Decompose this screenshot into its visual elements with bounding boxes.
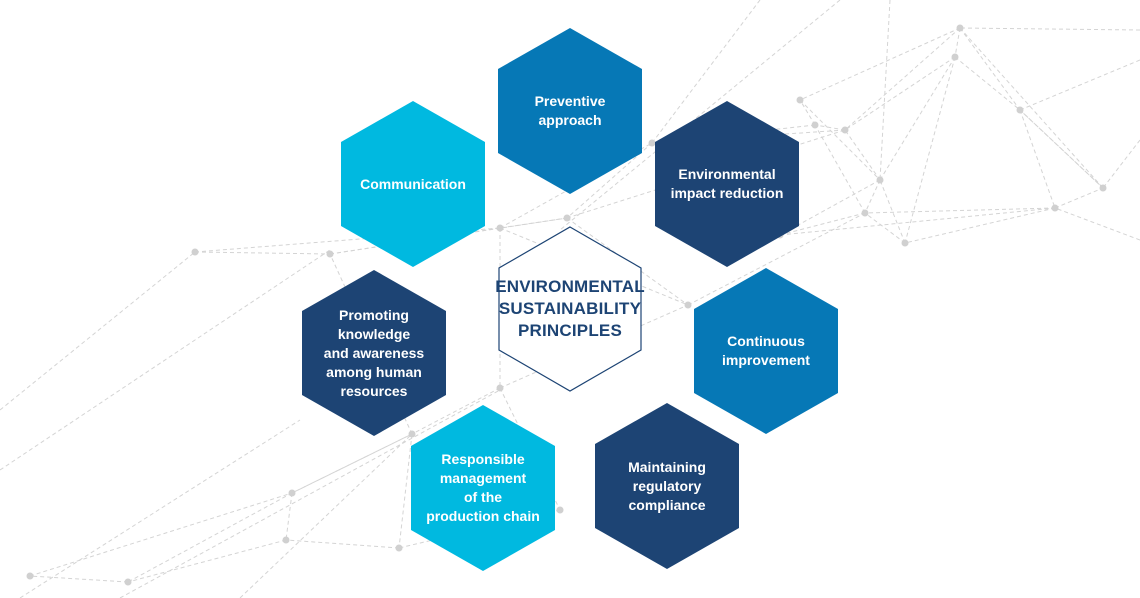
- network-line: [398, 433, 413, 549]
- network-line: [1102, 139, 1140, 189]
- network-node: [408, 430, 416, 438]
- network-line: [1019, 59, 1140, 111]
- network-line: [194, 251, 331, 255]
- network-line: [651, 0, 761, 144]
- network-node: [496, 384, 504, 392]
- network-line: [959, 27, 1021, 111]
- hexagon-shape: [595, 403, 739, 569]
- label-preventive-approach: Preventive approach: [534, 93, 606, 128]
- network-line: [844, 129, 881, 181]
- network-node: [901, 239, 909, 247]
- network-node: [1016, 106, 1024, 114]
- network-node: [796, 96, 804, 104]
- network-node: [556, 506, 564, 514]
- network-node: [288, 489, 296, 497]
- network-line: [29, 492, 293, 577]
- network-line: [959, 27, 1104, 189]
- network-line: [879, 179, 906, 244]
- network-line: [566, 217, 689, 306]
- network-line: [285, 492, 293, 541]
- hexagon-shape: [411, 405, 555, 571]
- network-line: [29, 575, 129, 583]
- hexagon-environmental-impact-reduction: Environmental impact reduction: [655, 101, 799, 267]
- network-line: [127, 492, 293, 583]
- network-line: [864, 207, 1056, 214]
- network-node: [395, 544, 403, 552]
- network-line: [119, 389, 501, 598]
- network-node: [1051, 204, 1059, 212]
- hexagon-maintaining-regulatory-compliance: Maintaining regulatory compliance: [595, 403, 739, 569]
- network-line: [799, 99, 816, 126]
- network-line: [954, 27, 961, 58]
- network-line: [844, 27, 961, 131]
- hexagon-shape: [655, 101, 799, 267]
- label-communication: Communication: [360, 175, 466, 192]
- network-node: [124, 578, 132, 586]
- hexagon-promoting-knowledge: Promoting knowledge and awareness among …: [302, 270, 446, 436]
- network-node: [811, 121, 819, 129]
- network-line: [559, 0, 841, 231]
- network-node: [648, 139, 656, 147]
- network-line: [499, 304, 689, 389]
- label-maintaining-regulatory-compliance: Maintaining regulatory compliance: [628, 458, 706, 513]
- network-node: [861, 209, 869, 217]
- network-node: [956, 24, 964, 32]
- network-node: [563, 214, 571, 222]
- hexagon-responsible-management: Responsible management of the production…: [411, 405, 555, 571]
- network-line: [799, 27, 961, 101]
- network-line: [566, 142, 653, 219]
- label-promoting-knowledge: Promoting knowledge and awareness among …: [323, 306, 425, 399]
- hexagon-continuous-improvement: Continuous improvement: [694, 268, 838, 434]
- network-line: [904, 207, 1056, 244]
- network-line: [1019, 109, 1056, 209]
- network-line: [864, 179, 881, 214]
- network-node: [496, 224, 504, 232]
- network-line: [844, 56, 956, 131]
- network-line: [0, 249, 331, 471]
- label-responsible-management: Responsible management of the production…: [426, 451, 540, 524]
- center-title: ENVIRONMENTAL SUSTAINABILITY PRINCIPLES: [495, 277, 645, 340]
- network-line: [285, 539, 400, 549]
- center-hexagon-shape: [498, 226, 642, 392]
- network-line: [779, 212, 866, 236]
- network-line: [799, 99, 881, 181]
- network-node: [951, 53, 959, 61]
- hexagon-shape: [341, 101, 485, 267]
- network-line: [0, 251, 196, 411]
- hexagon-shape: [302, 270, 446, 436]
- network-node: [841, 126, 849, 134]
- network-line: [1054, 187, 1104, 209]
- hexagon-shape: [498, 28, 642, 194]
- network-node: [876, 176, 884, 184]
- network-line: [954, 56, 1021, 111]
- network-node: [282, 536, 290, 544]
- network-line: [879, 56, 956, 181]
- network-line: [879, 0, 891, 181]
- network-line: [959, 27, 1140, 31]
- hexagon-communication: Communication: [341, 101, 485, 267]
- network-line: [239, 433, 413, 598]
- network-line: [814, 124, 866, 214]
- network-line: [1054, 207, 1140, 241]
- network-line: [779, 179, 881, 236]
- network-line: [814, 124, 846, 131]
- network-node: [191, 248, 199, 256]
- hexagon-preventive-approach: Preventive approach: [498, 28, 642, 194]
- label-environmental-impact-reduction: Environmental impact reduction: [670, 166, 784, 201]
- network-line: [1019, 109, 1104, 189]
- network-line: [864, 212, 906, 244]
- hexagon-shape: [694, 268, 838, 434]
- network-node: [684, 301, 692, 309]
- label-continuous-improvement: Continuous improvement: [722, 333, 810, 368]
- network-line: [291, 433, 413, 494]
- network-line: [19, 419, 301, 598]
- network-node: [326, 250, 334, 258]
- network-line: [687, 212, 866, 306]
- network-node: [26, 572, 34, 580]
- network-node: [1099, 184, 1107, 192]
- network-line: [411, 387, 501, 435]
- network-line: [127, 539, 287, 583]
- center-hexagon: ENVIRONMENTAL SUSTAINABILITY PRINCIPLES: [495, 226, 645, 392]
